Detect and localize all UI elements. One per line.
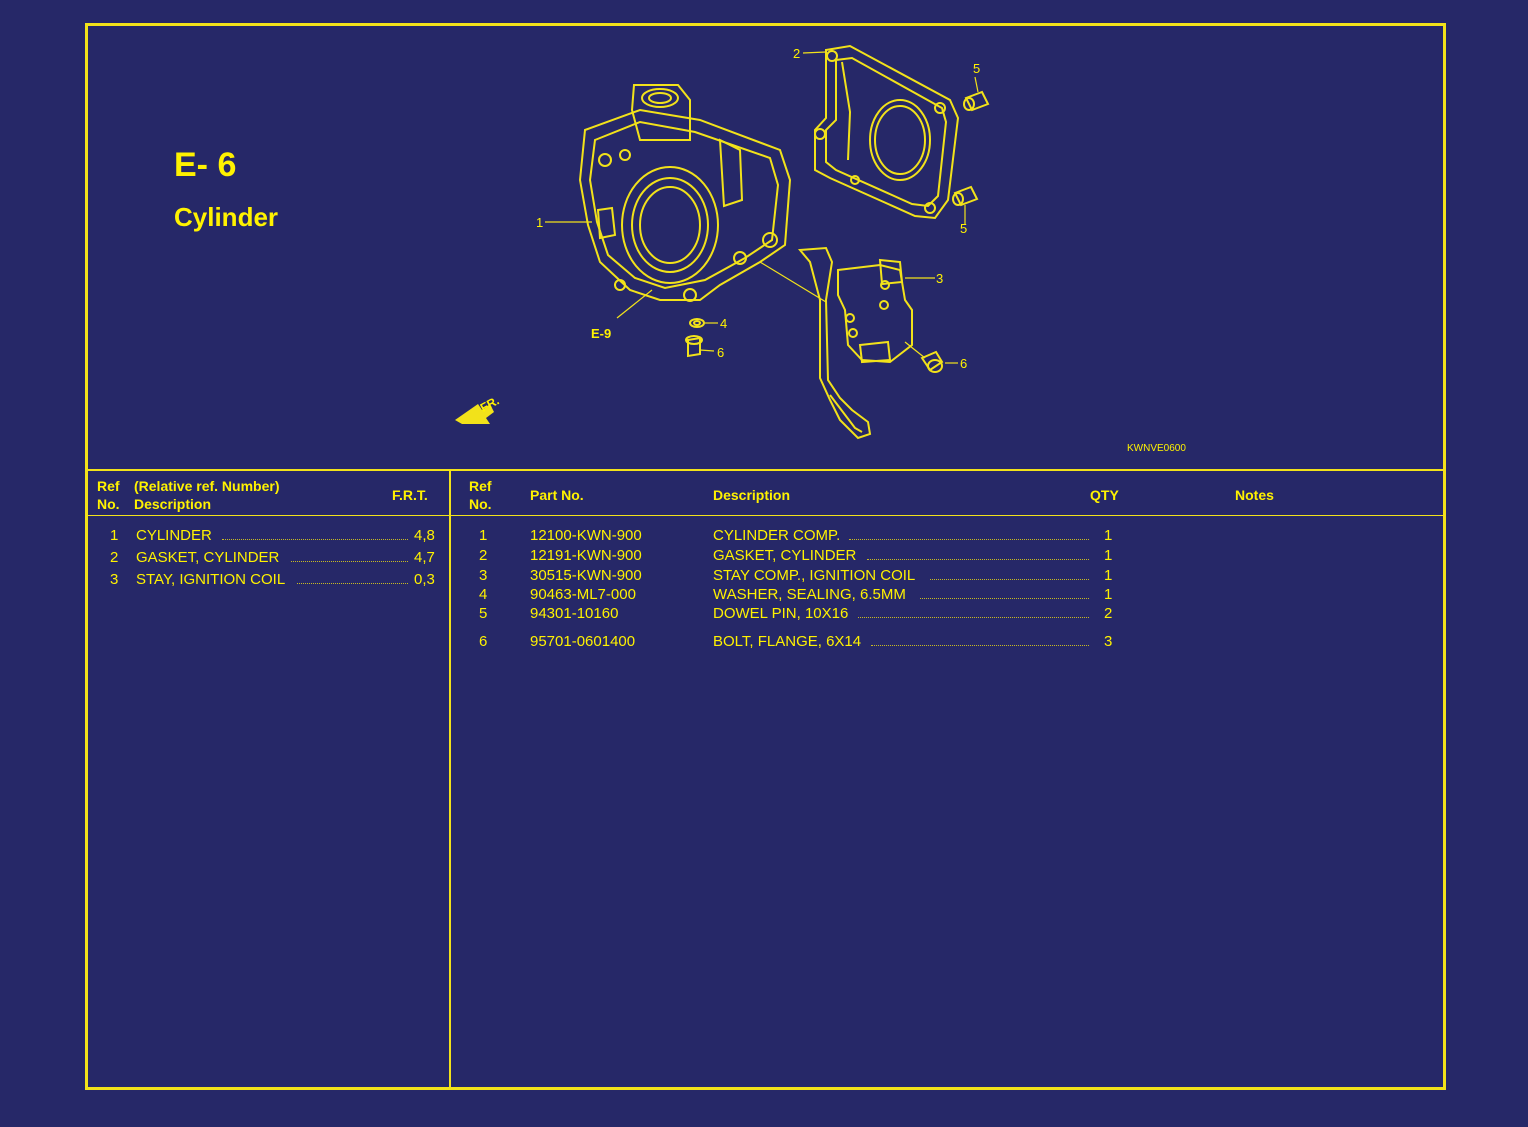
callout-2: 2 bbox=[793, 46, 800, 61]
stay-ignition-coil-part bbox=[797, 246, 913, 440]
right-row-ref: 1 bbox=[479, 527, 488, 544]
flange-bolt-part bbox=[685, 335, 944, 373]
right-row-description: DOWEL PIN, 10X16 bbox=[713, 605, 849, 622]
right-row-part-no: 94301-10160 bbox=[530, 605, 619, 622]
table-divider bbox=[449, 469, 451, 1087]
page-frame bbox=[85, 23, 1446, 1090]
diagram-divider bbox=[85, 469, 1446, 471]
right-row-part-no: 95701-0601400 bbox=[530, 633, 636, 650]
right-header-no-label: No. bbox=[469, 496, 492, 512]
front-arrow-icon bbox=[455, 404, 494, 424]
left-header-ref: Ref No. bbox=[97, 477, 120, 513]
leader-lines bbox=[545, 51, 979, 364]
right-row-description: CYLINDER COMP. bbox=[713, 527, 841, 544]
left-header-frt: F.R.T. bbox=[392, 487, 428, 503]
right-row-qty: 1 bbox=[1104, 527, 1113, 544]
right-row-qty: 2 bbox=[1104, 605, 1113, 622]
left-row-frt: 4,8 bbox=[414, 527, 435, 544]
diagram-code: KWNVE0600 bbox=[1127, 443, 1186, 454]
right-row-description: STAY COMP., IGNITION COIL bbox=[713, 567, 916, 584]
cylinder-part bbox=[578, 84, 792, 302]
right-row-qty: 1 bbox=[1104, 567, 1113, 584]
left-header-description-label: Description bbox=[134, 496, 212, 512]
right-row-part-no: 30515-KWN-900 bbox=[530, 567, 642, 584]
left-header-relative-label: (Relative ref. Number) bbox=[134, 478, 280, 494]
left-row-description: CYLINDER bbox=[136, 527, 212, 544]
header-divider bbox=[85, 515, 1446, 516]
left-row-description: GASKET, CYLINDER bbox=[136, 549, 280, 566]
left-header-ref-label: Ref bbox=[97, 478, 120, 494]
right-header-ref-label: Ref bbox=[469, 478, 492, 494]
left-row-frt: 0,3 bbox=[414, 571, 435, 588]
right-header-ref: Ref No. bbox=[469, 477, 492, 513]
washer-part bbox=[689, 318, 705, 328]
callout-6-left: 6 bbox=[717, 345, 724, 360]
right-row-part-no: 12100-KWN-900 bbox=[530, 527, 642, 544]
right-row-part-no: 90463-ML7-000 bbox=[530, 586, 636, 603]
page-code: E- 6 bbox=[174, 146, 237, 184]
left-row-description: STAY, IGNITION COIL bbox=[136, 571, 286, 588]
right-header-part-no: Part No. bbox=[530, 487, 584, 503]
ref-e9-label: E-9 bbox=[591, 326, 611, 341]
right-header-qty: QTY bbox=[1090, 487, 1119, 503]
exploded-diagram: 1 2 3 4 5 5 6 6 E-9 FR. bbox=[455, 44, 990, 440]
right-row-part-no: 12191-KWN-900 bbox=[530, 547, 642, 564]
callout-5-bottom: 5 bbox=[960, 221, 967, 236]
left-row-ref: 3 bbox=[110, 571, 119, 588]
left-row-ref: 2 bbox=[110, 549, 119, 566]
right-row-ref: 5 bbox=[479, 605, 488, 622]
right-row-description: WASHER, SEALING, 6.5MM bbox=[713, 586, 906, 603]
callout-5-top: 5 bbox=[973, 61, 980, 76]
right-row-ref: 3 bbox=[479, 567, 488, 584]
callout-3: 3 bbox=[936, 271, 943, 286]
right-row-qty: 3 bbox=[1104, 633, 1113, 650]
right-header-notes: Notes bbox=[1235, 487, 1274, 503]
right-row-description: GASKET, CYLINDER bbox=[713, 547, 857, 564]
right-row-leader bbox=[867, 559, 1089, 560]
left-header-description: (Relative ref. Number) Description bbox=[134, 477, 279, 513]
callout-6-right: 6 bbox=[960, 356, 967, 371]
callout-1: 1 bbox=[536, 215, 543, 230]
right-header-description: Description bbox=[713, 487, 791, 503]
right-row-leader bbox=[858, 617, 1089, 618]
gasket-part bbox=[814, 44, 960, 220]
right-row-leader bbox=[930, 579, 1089, 580]
right-row-ref: 4 bbox=[479, 586, 488, 603]
callout-4: 4 bbox=[720, 316, 727, 331]
right-row-qty: 1 bbox=[1104, 586, 1113, 603]
left-row-leader bbox=[222, 539, 408, 540]
right-row-description: BOLT, FLANGE, 6X14 bbox=[713, 633, 862, 650]
right-row-leader bbox=[849, 539, 1089, 540]
right-row-ref: 6 bbox=[479, 633, 488, 650]
left-row-leader bbox=[297, 583, 408, 584]
right-row-leader bbox=[920, 598, 1089, 599]
left-row-frt: 4,7 bbox=[414, 549, 435, 566]
right-row-leader bbox=[871, 645, 1089, 646]
left-row-ref: 1 bbox=[110, 527, 119, 544]
dowel-pin-part bbox=[952, 90, 990, 207]
page-title: Cylinder bbox=[174, 202, 279, 232]
right-row-ref: 2 bbox=[479, 547, 488, 564]
left-row-leader bbox=[291, 561, 408, 562]
left-header-no-label: No. bbox=[97, 496, 120, 512]
right-row-qty: 1 bbox=[1104, 547, 1113, 564]
